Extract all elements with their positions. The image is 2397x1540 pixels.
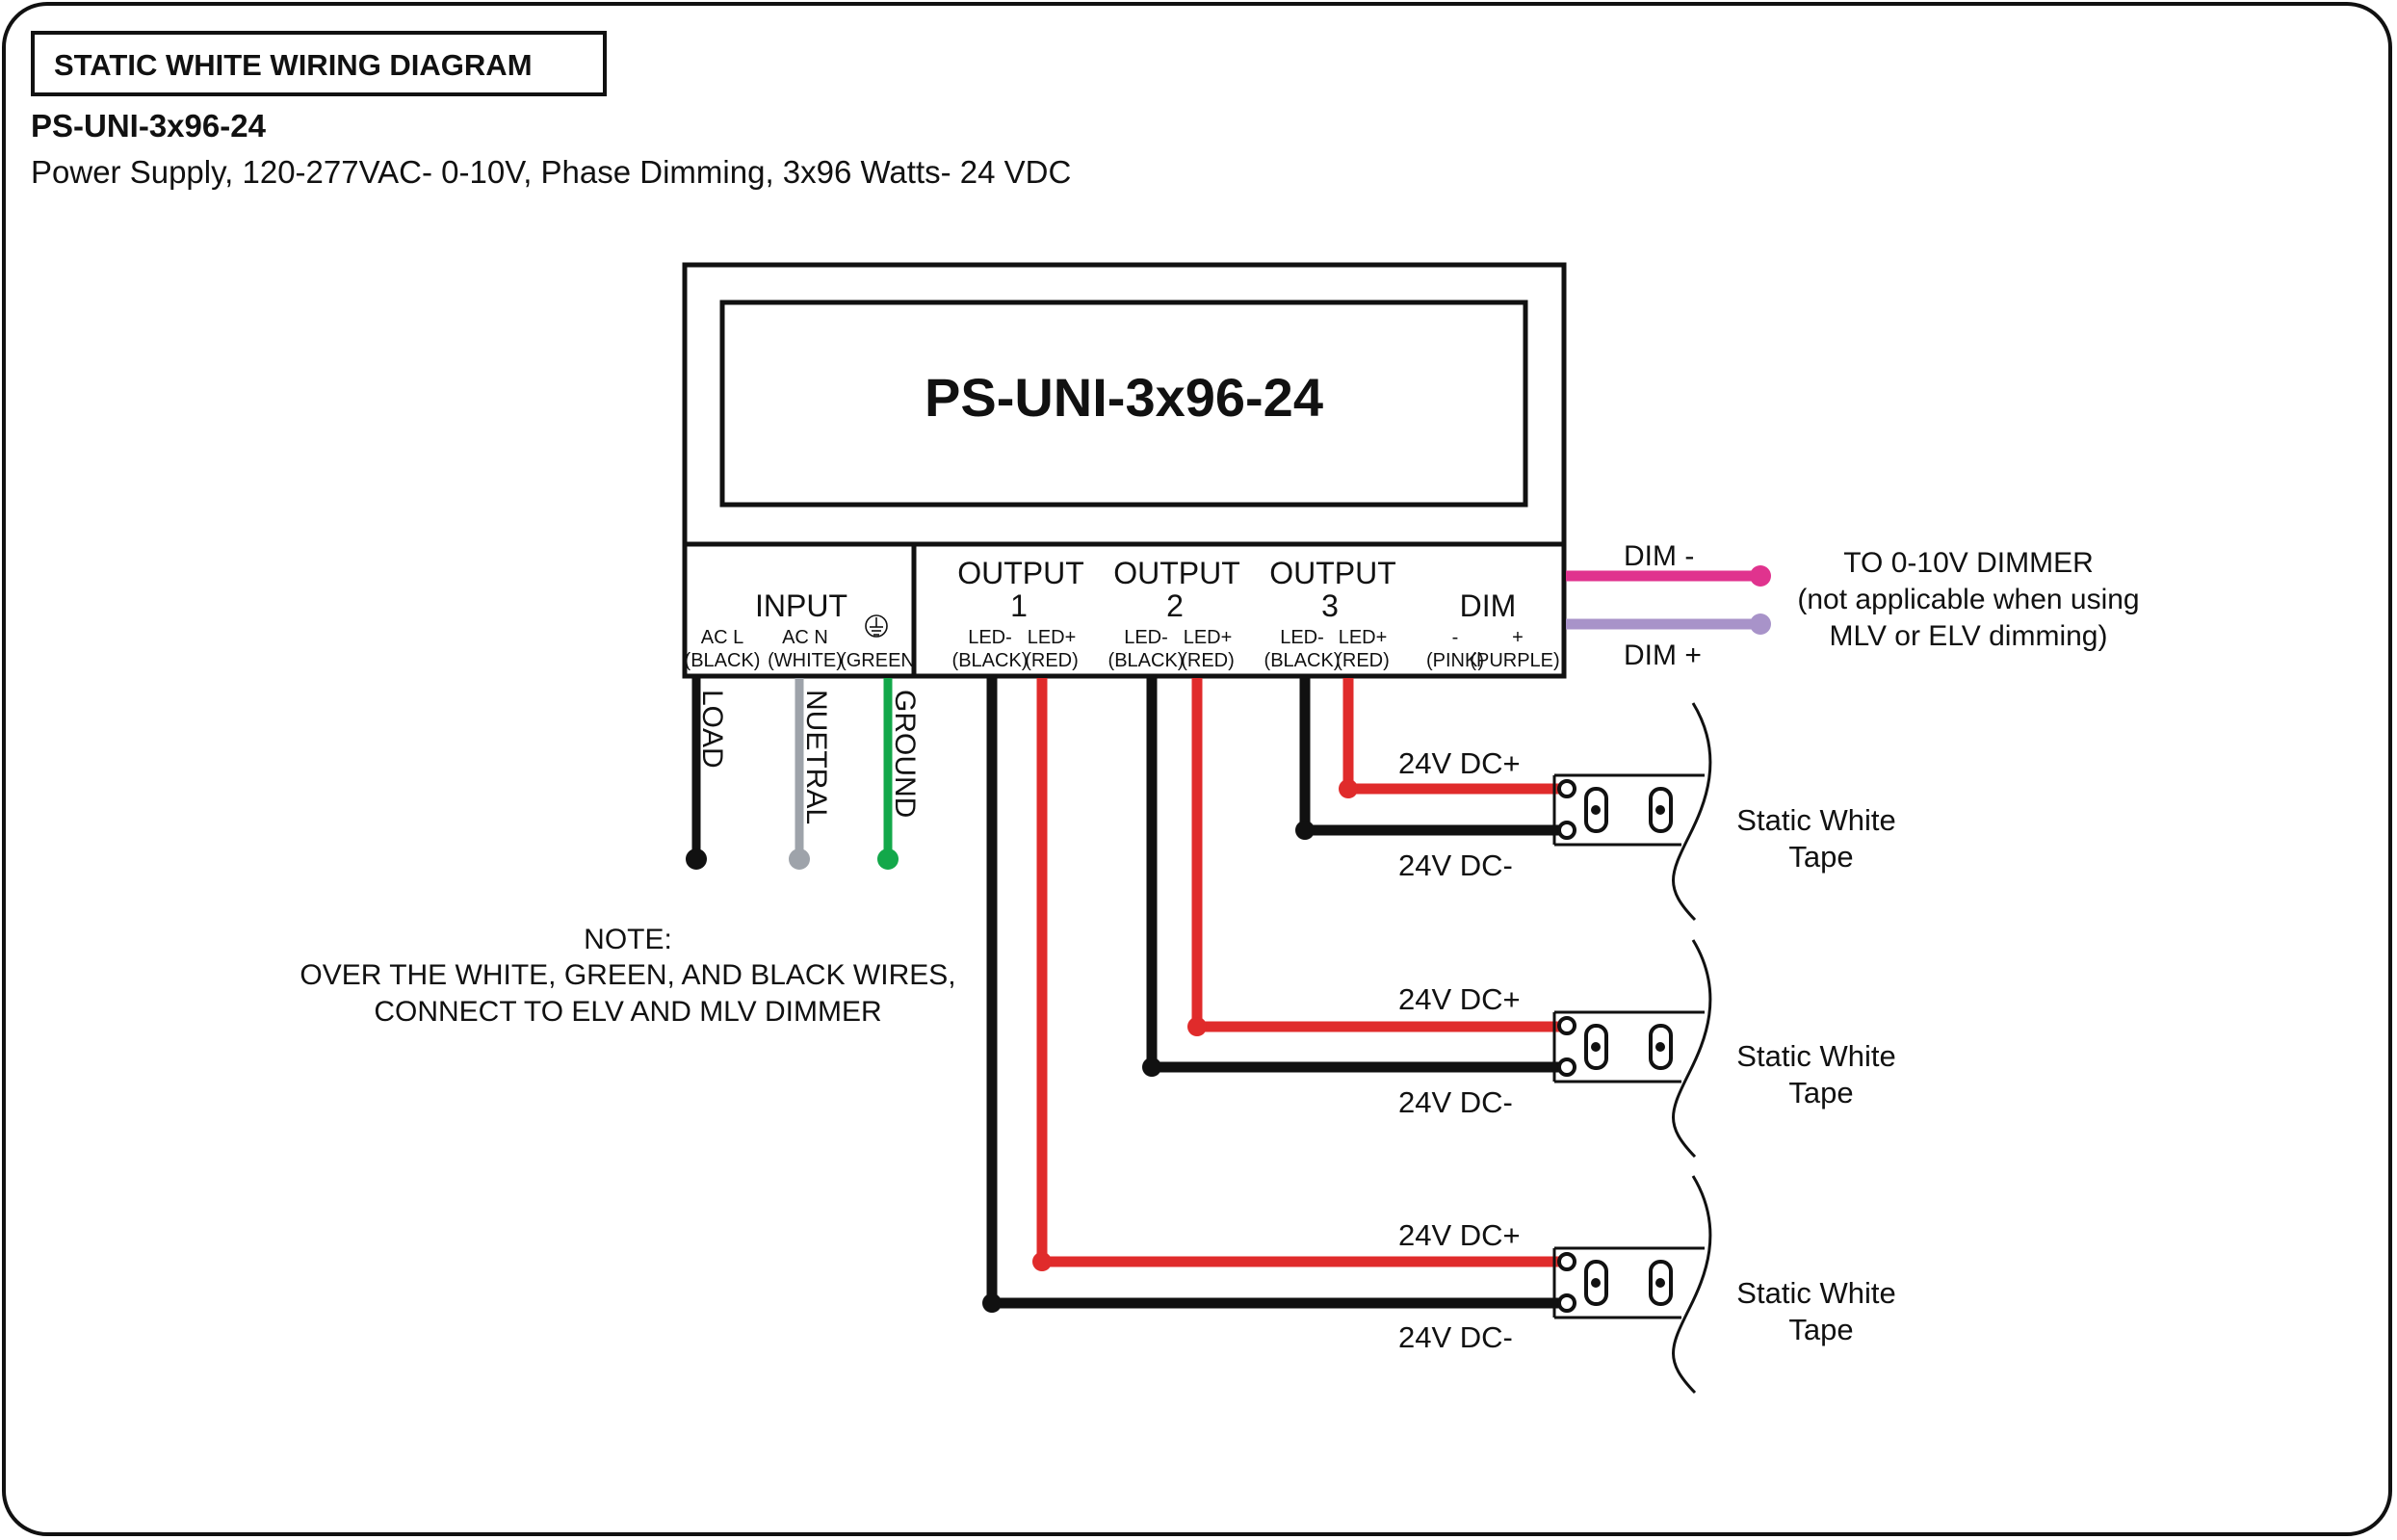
dim-neg-color: (PINK)	[1426, 650, 1484, 671]
output-2-neg: LED-	[1124, 627, 1168, 648]
diagram-title: STATIC WHITE WIRING DIAGRAM	[54, 48, 533, 82]
output-3-number: 3	[1321, 588, 1339, 623]
led-tape-segment	[1552, 702, 1712, 922]
tape-2-label-line-2: Tape	[1788, 1076, 1853, 1109]
neutral-wire-end	[789, 848, 810, 870]
output-3-neg: LED-	[1280, 627, 1324, 648]
dim-wires	[1566, 565, 1771, 635]
ground-symbol-icon	[865, 614, 888, 638]
led-chip-icon	[1649, 1260, 1673, 1306]
unit-label: PS-UNI-3x96-24	[925, 367, 1323, 428]
input-terminal-acl: AC L	[701, 627, 743, 648]
wire-bend-dot	[1142, 1057, 1161, 1077]
wire-bend-dot	[1339, 779, 1358, 798]
input-terminal-ground-color: (GREEN	[840, 650, 915, 671]
output-1-pos-color: (RED)	[1025, 650, 1079, 671]
output-wire-bend-dots	[982, 779, 1358, 1313]
input-wires	[686, 678, 899, 870]
tape-2-label-line-1: Static White	[1736, 1039, 1895, 1073]
led-tape-segment	[1552, 939, 1712, 1159]
unit-label-panel	[719, 300, 1528, 508]
dim-neg: -	[1452, 627, 1459, 648]
input-title: INPUT	[755, 588, 847, 623]
dimmer-target-line-2: (not applicable when using	[1797, 584, 2139, 615]
load-wire-end	[686, 848, 707, 870]
output-2-pos-color: (RED)	[1181, 650, 1235, 671]
dim-minus-wire-end	[1750, 565, 1771, 587]
tape-2-pos-label: 24V DC+	[1398, 982, 1521, 1016]
ground-wire-end	[877, 848, 899, 870]
dim-title: DIM	[1460, 588, 1517, 623]
title-box	[31, 31, 607, 96]
output-1-title: OUTPUT	[957, 556, 1084, 590]
output-1-pos: LED+	[1028, 627, 1077, 648]
note-heading: NOTE:	[584, 924, 672, 955]
input-terminal-acn-color: (WHITE)	[768, 650, 843, 671]
tape-3-pos-label: 24V DC+	[1398, 746, 1521, 780]
led-tape-segment	[1552, 1175, 1712, 1395]
tape-3-label-line-2: Tape	[1788, 840, 1853, 874]
neutral-label: NUETRAL	[800, 690, 832, 824]
dimmer-target-line-1: TO 0-10V DIMMER	[1843, 547, 2094, 579]
led-chip-icon	[1649, 787, 1673, 833]
ground-label: GROUND	[889, 690, 921, 818]
output-1-number: 1	[1010, 588, 1028, 623]
dim-plus-label: DIM +	[1624, 639, 1702, 671]
tape-2-neg-label: 24V DC-	[1398, 1085, 1513, 1119]
note-line-2: CONNECT TO ELV AND MLV DIMMER	[374, 996, 881, 1028]
output-1-neg: LED-	[968, 627, 1012, 648]
tape-1-label-line-1: Static White	[1736, 1276, 1895, 1310]
model-number: PS-UNI-3x96-24	[31, 108, 267, 144]
output-3-pos-color: (RED)	[1336, 650, 1390, 671]
output-3-neg-color: (BLACK)	[1264, 650, 1341, 671]
tape-3-label-line-1: Static White	[1736, 803, 1895, 837]
output-1-neg-color: (BLACK)	[952, 650, 1029, 671]
load-label: LOAD	[696, 690, 728, 769]
output-2-pos: LED+	[1184, 627, 1233, 648]
wire-bend-dot	[1187, 1017, 1207, 1036]
led-chip-icon	[1649, 1024, 1673, 1070]
dim-minus-label: DIM -	[1624, 540, 1694, 572]
output-3-pos: LED+	[1339, 627, 1388, 648]
led-chip-icon	[1584, 1024, 1608, 1070]
tape-1-label-line-2: Tape	[1788, 1313, 1853, 1346]
output-2-number: 2	[1166, 588, 1184, 623]
dim-pos-color: (PURPLE)	[1470, 650, 1559, 671]
input-terminal-acn: AC N	[782, 627, 828, 648]
tape-1-pos-label: 24V DC+	[1398, 1218, 1521, 1252]
wire-bend-dot	[1032, 1252, 1052, 1271]
output-2-title: OUTPUT	[1113, 556, 1240, 590]
dim-plus-wire-end	[1750, 613, 1771, 635]
led-chip-icon	[1584, 787, 1608, 833]
power-supply-unit: PS-UNI-3x96-24 INPUT AC L (BLACK) AC N (…	[682, 262, 1567, 679]
input-terminal-acl-color: (BLACK)	[685, 650, 761, 671]
led-chip-icon	[1584, 1260, 1608, 1306]
output-2-neg-color: (BLACK)	[1108, 650, 1185, 671]
model-description: Power Supply, 120-277VAC- 0-10V, Phase D…	[31, 154, 1071, 190]
wire-bend-dot	[1295, 821, 1315, 840]
output-3-title: OUTPUT	[1269, 556, 1396, 590]
dim-pos: +	[1512, 627, 1524, 648]
wire-bend-dot	[982, 1293, 1002, 1313]
tape-3-neg-label: 24V DC-	[1398, 848, 1513, 882]
tape-1-neg-label: 24V DC-	[1398, 1320, 1513, 1354]
dimmer-target-line-3: MLV or ELV dimming)	[1830, 620, 2108, 652]
note-line-1: OVER THE WHITE, GREEN, AND BLACK WIRES,	[300, 959, 955, 991]
